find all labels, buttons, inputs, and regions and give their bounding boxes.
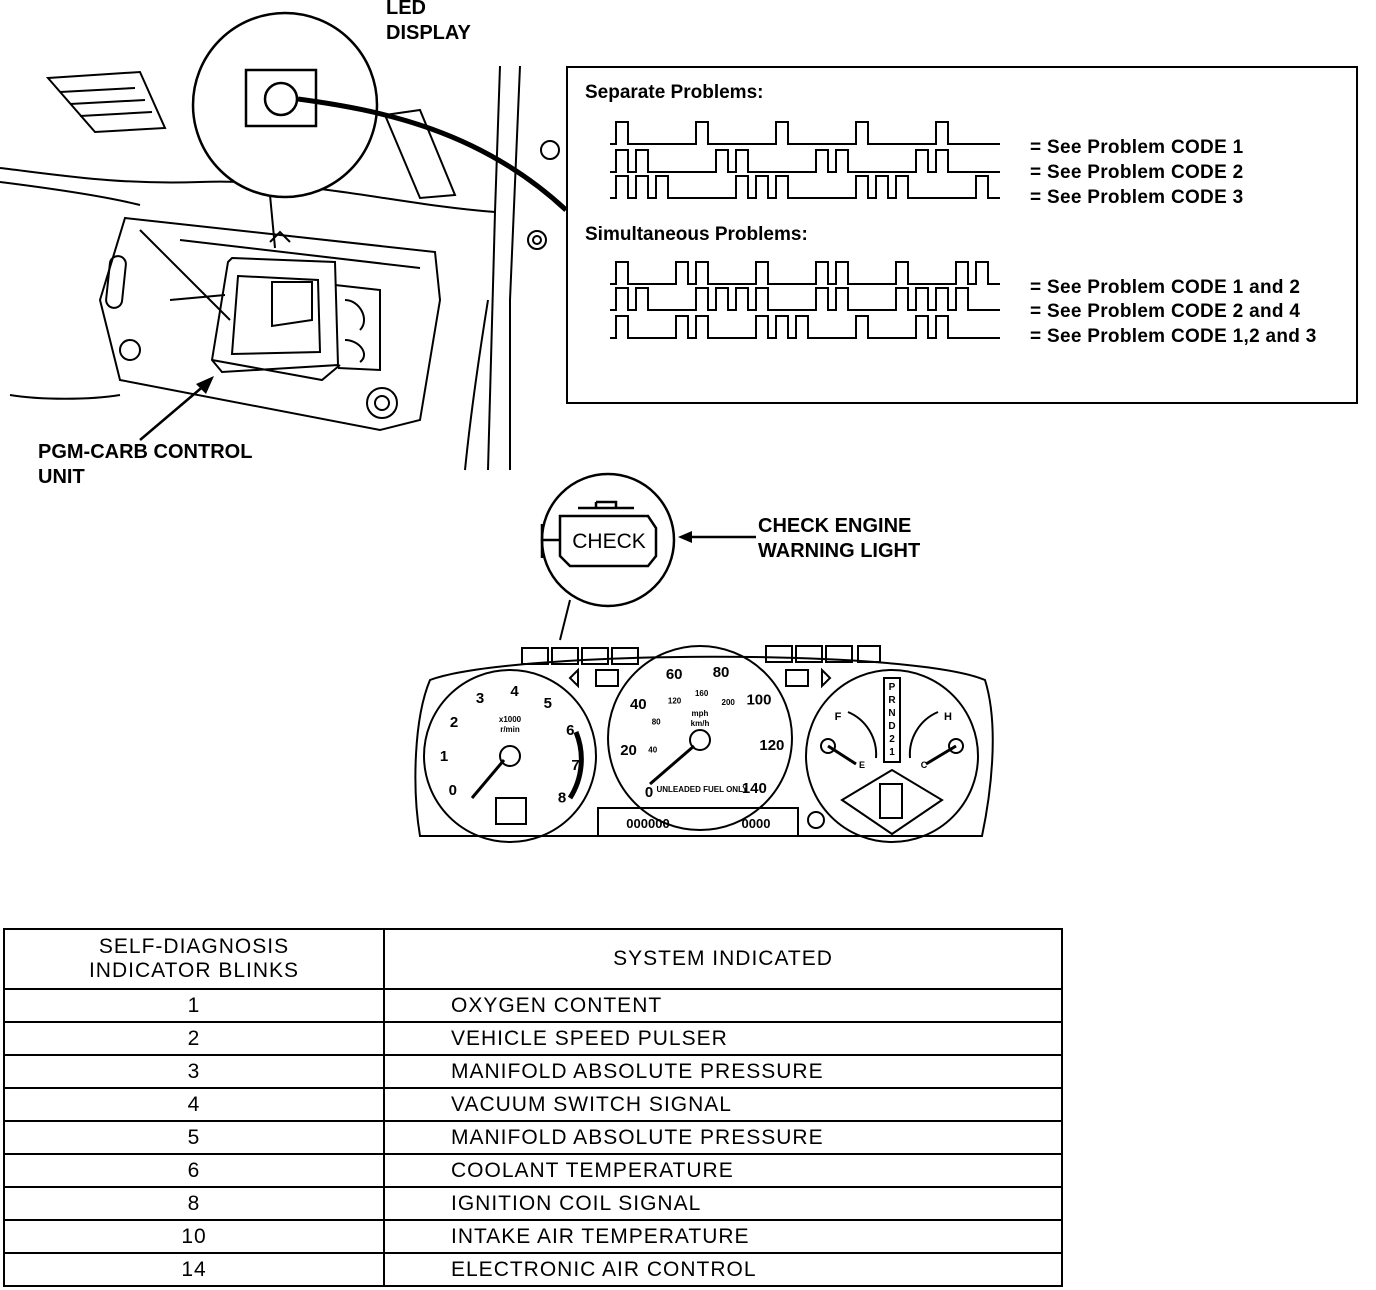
check-lamp-text: CHECK xyxy=(572,530,646,553)
system-cell: IGNITION COIL SIGNAL xyxy=(383,1186,1063,1221)
blink-count-cell: 2 xyxy=(3,1021,385,1056)
blink-waveforms xyxy=(610,121,1000,339)
blink-waveform-row xyxy=(610,175,1000,199)
system-cell: ELECTRONIC AIR CONTROL xyxy=(383,1252,1063,1287)
simultaneous-code-1: = See Problem CODE 1 and 2 xyxy=(1030,277,1301,298)
blink-waveform-row xyxy=(610,315,1000,339)
tach-number: 7 xyxy=(571,757,579,774)
odometer: 000000 xyxy=(626,816,669,831)
system-cell: INTAKE AIR TEMPERATURE xyxy=(383,1219,1063,1254)
table-header-row: SELF-DIAGNOSIS INDICATOR BLINKS SYSTEM I… xyxy=(3,928,1063,990)
tach-number: 3 xyxy=(476,690,484,707)
trip-meter: 0000 xyxy=(742,816,771,831)
simultaneous-problems-title: Simultaneous Problems: xyxy=(585,224,808,245)
separate-problems-title: Separate Problems: xyxy=(585,82,764,103)
separate-code-2: = See Problem CODE 2 xyxy=(1030,162,1244,183)
check-engine-icon xyxy=(540,500,658,568)
temp-cold-letter: C xyxy=(921,760,928,770)
blink-count-cell: 6 xyxy=(3,1153,385,1188)
speedo-number: 0 xyxy=(645,784,653,801)
control-unit-label: PGM-CARB CONTROL UNIT xyxy=(38,441,253,488)
system-cell: OXYGEN CONTENT xyxy=(383,988,1063,1023)
system-cell: VEHICLE SPEED PULSER xyxy=(383,1021,1063,1056)
speedo-kmh-number: 120 xyxy=(668,696,682,705)
fuel-empty-letter: E xyxy=(859,760,865,770)
blink-count-cell: 14 xyxy=(3,1252,385,1287)
simultaneous-code-3: = See Problem CODE 1,2 and 3 xyxy=(1030,326,1317,347)
tach-number: 2 xyxy=(450,714,458,731)
speedo-number: 100 xyxy=(746,692,771,709)
speedo-kmh-number: 200 xyxy=(722,698,736,707)
blink-waveform-row xyxy=(610,149,1000,173)
blink-waveform-row xyxy=(610,121,1000,145)
fuel-full-letter: F xyxy=(835,711,842,723)
speedo-number: 20 xyxy=(620,742,637,759)
gear-indicator-letter: R xyxy=(888,695,896,706)
control-unit-illustration xyxy=(0,11,568,471)
blink-waveform-row xyxy=(610,261,1000,285)
blink-count-cell: 8 xyxy=(3,1186,385,1221)
tach-number: 1 xyxy=(440,748,448,765)
header-blinks: SELF-DIAGNOSIS INDICATOR BLINKS xyxy=(3,928,385,990)
blink-count-cell: 5 xyxy=(3,1120,385,1155)
blink-code-box xyxy=(566,66,1358,404)
tach-number: 4 xyxy=(510,683,519,700)
blink-count-cell: 3 xyxy=(3,1054,385,1089)
speedo-number: 40 xyxy=(630,696,647,713)
gear-indicator-letter: N xyxy=(888,708,895,719)
check-engine-label: CHECK ENGINE WARNING LIGHT xyxy=(758,515,921,562)
speedo-unit: km/h xyxy=(691,719,710,728)
tach-unit: r/min xyxy=(500,725,520,734)
temp-hot-letter: H xyxy=(944,711,952,723)
tach-number: 6 xyxy=(566,722,574,739)
system-cell: VACUUM SWITCH SIGNAL xyxy=(383,1087,1063,1122)
blink-count-cell: 10 xyxy=(3,1219,385,1254)
speedo-number: 140 xyxy=(742,780,767,797)
speedo-number: 60 xyxy=(666,666,683,683)
system-cell: MANIFOLD ABSOLUTE PRESSURE xyxy=(383,1120,1063,1155)
gear-indicator-letter: D xyxy=(888,721,895,732)
speedo-kmh-number: 80 xyxy=(652,717,661,726)
separate-code-1: = See Problem CODE 1 xyxy=(1030,137,1244,158)
led-display-label: LED DISPLAY xyxy=(386,0,471,44)
check-engine-magnifier: CHECK xyxy=(540,472,676,641)
system-cell: MANIFOLD ABSOLUTE PRESSURE xyxy=(383,1054,1063,1089)
gear-indicator-letter: P xyxy=(889,682,896,693)
separate-code-3: = See Problem CODE 3 xyxy=(1030,187,1244,208)
blink-waveform-row xyxy=(610,287,1000,311)
gear-indicator-letter: 1 xyxy=(889,747,895,758)
header-blinks-line2: INDICATOR BLINKS xyxy=(88,959,300,982)
blink-count-cell: 4 xyxy=(3,1087,385,1122)
tach-unit: x1000 xyxy=(499,715,522,724)
speedo-kmh-number: 40 xyxy=(648,745,657,754)
check-engine-arrow xyxy=(678,531,756,543)
speedo-unit: mph xyxy=(692,709,709,718)
speedo-kmh-number: 160 xyxy=(695,689,709,698)
header-system: SYSTEM INDICATED xyxy=(383,928,1063,990)
speedo-number: 80 xyxy=(713,664,730,681)
led-lamp-icon xyxy=(263,81,299,117)
tach-number: 8 xyxy=(558,790,566,807)
simultaneous-code-2: = See Problem CODE 2 and 4 xyxy=(1030,301,1301,322)
gear-indicator-letter: 2 xyxy=(889,734,895,745)
tach-number: 0 xyxy=(449,782,457,799)
speedo-number: 120 xyxy=(759,737,784,754)
speedo-fuel-note: UNLEADED FUEL ONLY xyxy=(656,785,748,794)
header-blinks-line1: SELF-DIAGNOSIS xyxy=(98,935,290,958)
blink-count-cell: 1 xyxy=(3,988,385,1023)
blink-code-table: SELF-DIAGNOSIS INDICATOR BLINKS SYSTEM I… xyxy=(3,928,1063,1287)
tach-number: 5 xyxy=(544,695,552,712)
system-cell: COOLANT TEMPERATURE xyxy=(383,1153,1063,1188)
